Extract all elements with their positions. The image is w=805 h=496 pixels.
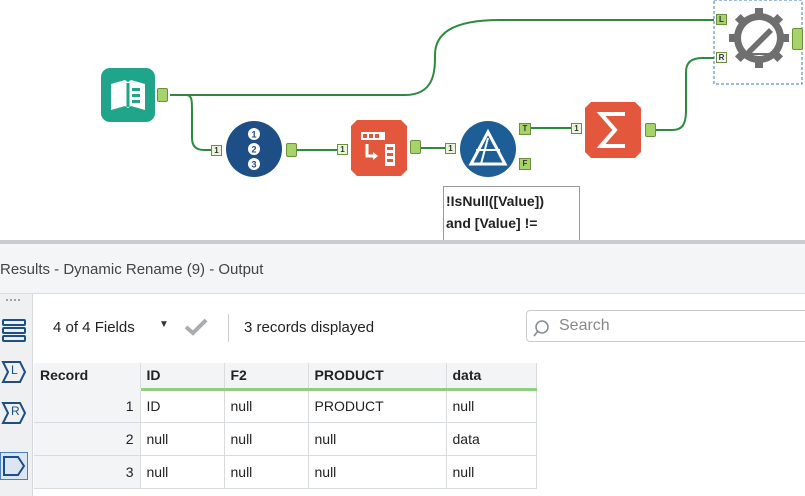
input-data-tool[interactable] bbox=[101, 68, 155, 122]
record-number: 1 bbox=[34, 389, 141, 423]
filter-triangle-icon bbox=[460, 121, 516, 177]
table-row[interactable]: 3 null null null null bbox=[34, 455, 537, 489]
wire-input-to-join-left bbox=[170, 19, 714, 96]
dynamic-rename-left-anchor[interactable]: L bbox=[716, 14, 727, 25]
connection-wires bbox=[170, 0, 803, 151]
column-header-data[interactable]: data bbox=[446, 363, 537, 391]
transpose-tool[interactable] bbox=[351, 120, 407, 176]
left-input-label: L bbox=[11, 363, 18, 377]
table-cell[interactable]: null bbox=[140, 422, 225, 456]
svg-text:3: 3 bbox=[251, 160, 256, 170]
svg-text:2: 2 bbox=[251, 145, 256, 155]
search-box[interactable] bbox=[526, 310, 805, 342]
fields-toolbar: 4 of 4 Fields ▼ bbox=[33, 306, 233, 346]
table-cell[interactable]: null bbox=[224, 389, 309, 423]
filter-false-anchor[interactable]: F bbox=[519, 158, 531, 170]
record-id-input-anchor[interactable]: 1 bbox=[211, 145, 222, 156]
sigma-icon bbox=[585, 102, 641, 158]
summarize-output-anchor[interactable] bbox=[645, 123, 656, 137]
toolbar-separator bbox=[228, 314, 229, 342]
transpose-icon bbox=[351, 120, 407, 176]
table-row[interactable]: 2 null null null data bbox=[34, 422, 537, 456]
table-cell[interactable]: null bbox=[308, 422, 447, 456]
filter-tool[interactable] bbox=[459, 120, 517, 178]
output-tag-icon bbox=[3, 456, 26, 476]
wire-input-to-record-id bbox=[170, 94, 215, 151]
rail-output-button[interactable] bbox=[0, 452, 28, 480]
results-title: Results - Dynamic Rename (9) - Output bbox=[0, 261, 264, 278]
summarize-tool[interactable] bbox=[585, 102, 641, 158]
rail-grip[interactable] bbox=[0, 294, 28, 306]
book-icon bbox=[101, 68, 155, 122]
transpose-output-anchor[interactable] bbox=[410, 140, 421, 154]
table-cell[interactable]: null bbox=[446, 455, 537, 489]
table-cell[interactable]: null bbox=[140, 455, 225, 489]
filter-input-anchor[interactable]: 1 bbox=[445, 143, 456, 154]
transpose-input-anchor[interactable]: 1 bbox=[337, 144, 348, 155]
table-cell[interactable]: data bbox=[446, 422, 537, 456]
table-cell[interactable]: null bbox=[224, 422, 309, 456]
annotation-line-1: !IsNull([Value]) bbox=[446, 193, 545, 209]
gear-pencil-icon bbox=[729, 8, 789, 68]
results-side-rail: L R bbox=[0, 294, 33, 496]
column-header-record[interactable]: Record bbox=[34, 363, 141, 391]
table-header-row: Record ID F2 PRODUCT data bbox=[34, 363, 537, 391]
apply-check-icon[interactable] bbox=[183, 316, 209, 341]
rail-left-input-button[interactable]: L bbox=[0, 358, 28, 386]
record-number: 3 bbox=[34, 455, 141, 489]
chevron-down-icon[interactable]: ▼ bbox=[159, 319, 169, 330]
annotation-line-2: and [Value] != bbox=[446, 215, 538, 231]
table-row[interactable]: 1 ID null PRODUCT null bbox=[34, 389, 537, 423]
table-cell[interactable]: PRODUCT bbox=[308, 389, 447, 423]
filter-annotation: !IsNull([Value]) and [Value] != bbox=[443, 186, 580, 240]
rail-right-input-button[interactable]: R bbox=[0, 399, 28, 427]
grip-dots-icon bbox=[6, 299, 20, 301]
results-title-bar: Results - Dynamic Rename (9) - Output bbox=[0, 244, 805, 294]
fields-count-dropdown[interactable]: 4 of 4 Fields bbox=[53, 319, 135, 336]
column-header-product[interactable]: PRODUCT bbox=[308, 363, 447, 391]
search-input[interactable] bbox=[559, 315, 799, 337]
wire-summarize-to-join-right bbox=[655, 57, 714, 131]
metadata-list-icon bbox=[2, 319, 26, 342]
numbered-list-icon: 1 2 3 bbox=[226, 121, 282, 177]
search-icon bbox=[533, 320, 549, 337]
filter-true-anchor[interactable]: T bbox=[519, 123, 531, 135]
table-cell[interactable]: null bbox=[224, 455, 309, 489]
dynamic-rename-right-anchor[interactable]: R bbox=[716, 52, 727, 63]
results-table: Record ID F2 PRODUCT data 1 ID null PROD… bbox=[34, 363, 537, 489]
summarize-input-anchor[interactable]: 1 bbox=[571, 123, 582, 134]
table-cell[interactable]: ID bbox=[140, 389, 225, 423]
table-cell[interactable]: null bbox=[446, 389, 537, 423]
column-header-f2[interactable]: F2 bbox=[224, 363, 309, 391]
record-id-output-anchor[interactable] bbox=[286, 143, 297, 157]
svg-text:1: 1 bbox=[251, 130, 256, 140]
right-input-label: R bbox=[11, 404, 20, 418]
dynamic-rename-tool[interactable] bbox=[729, 8, 789, 68]
record-id-tool[interactable]: 1 2 3 bbox=[225, 120, 283, 178]
column-header-id[interactable]: ID bbox=[140, 363, 225, 391]
table-cell[interactable]: null bbox=[308, 455, 447, 489]
panel-divider[interactable] bbox=[0, 240, 805, 244]
input-data-output-anchor[interactable] bbox=[157, 88, 168, 102]
check-icon bbox=[184, 318, 208, 336]
rail-metadata-button[interactable] bbox=[0, 316, 28, 344]
left-input-icon bbox=[1, 361, 27, 383]
record-number: 2 bbox=[34, 422, 141, 456]
dynamic-rename-output-anchor[interactable] bbox=[792, 28, 803, 50]
workflow-canvas[interactable]: 1 1 2 3 1 bbox=[0, 0, 805, 240]
records-displayed-label: 3 records displayed bbox=[244, 319, 375, 336]
right-input-icon bbox=[1, 402, 27, 424]
results-body: L R 4 of 4 Fields ▼ bbox=[0, 294, 805, 496]
